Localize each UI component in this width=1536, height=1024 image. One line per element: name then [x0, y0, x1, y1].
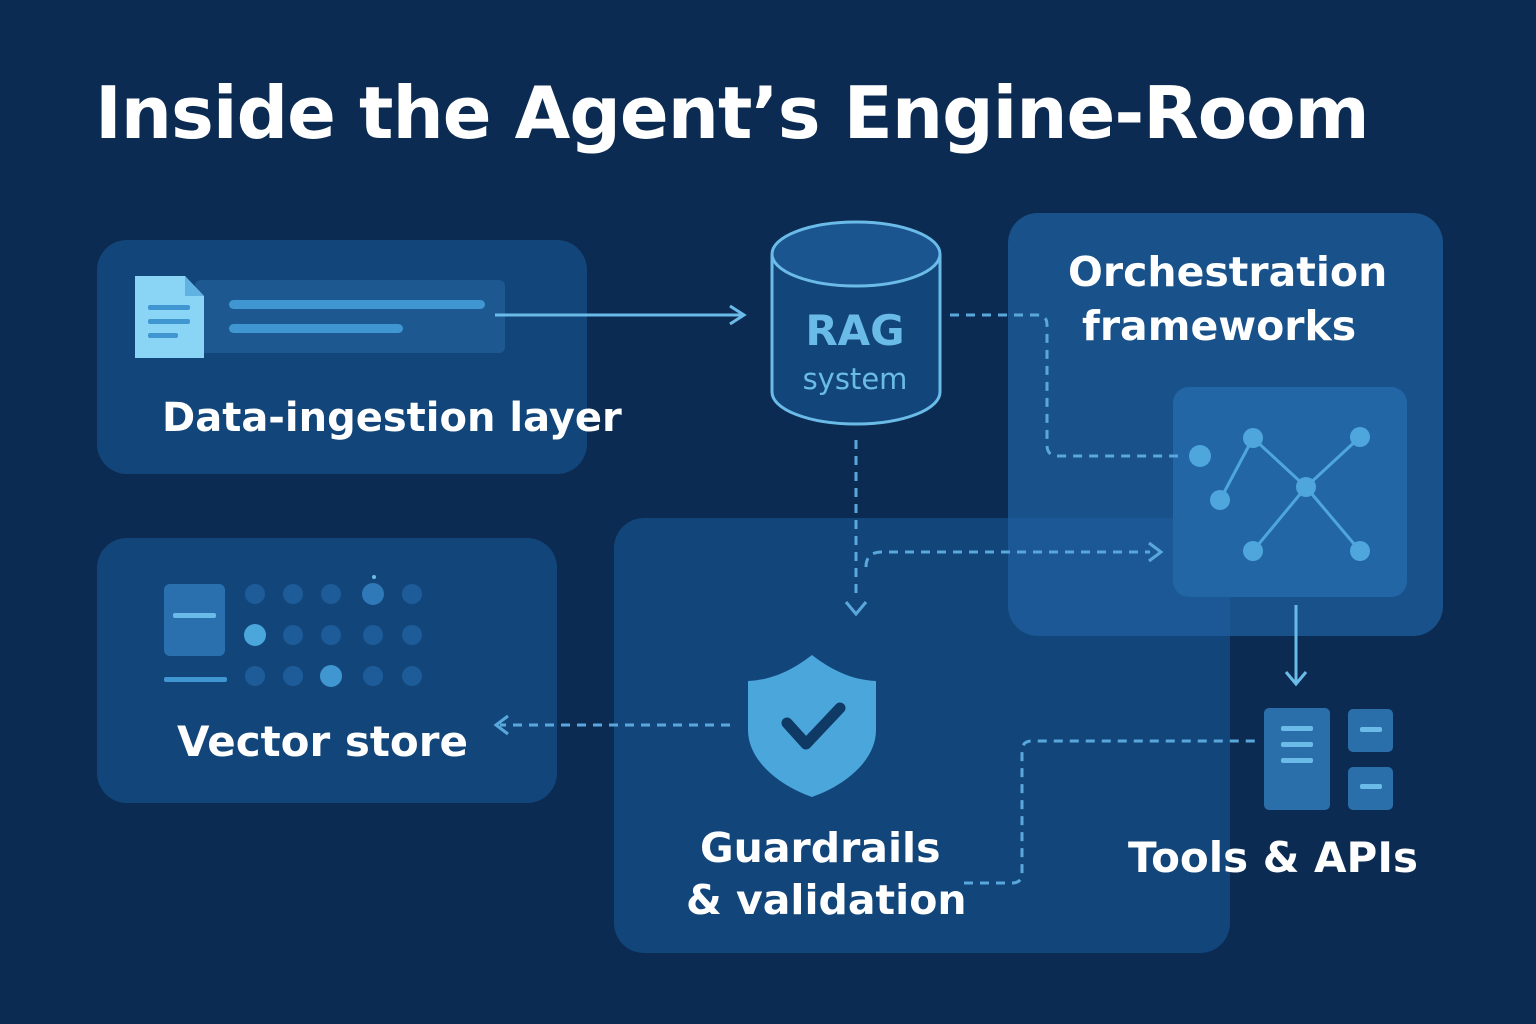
rag-to-orchestration-connector — [950, 313, 1178, 458]
document-text-lines — [229, 300, 485, 333]
orchestration-to-tools-arrow — [1284, 605, 1308, 687]
network-graph-icon — [1189, 427, 1370, 561]
guardrails-label-line2: & validation — [686, 876, 967, 924]
orchestration-label-line1: Orchestration — [1068, 248, 1388, 296]
shield-check-icon — [748, 655, 876, 797]
orchestration-label-line2: frameworks — [1082, 302, 1357, 350]
tools-apis-label: Tools & APIs — [1128, 833, 1418, 882]
graph-inner-panel — [1173, 387, 1407, 597]
ingestion-to-rag-arrow — [495, 304, 747, 326]
guardrails-to-tools-connector — [964, 739, 1260, 885]
vector-grid-icon — [164, 575, 422, 687]
document-lines-bar — [195, 280, 505, 353]
guardrails-to-vector-arrow — [493, 714, 730, 736]
diagram-title: Inside the Agent’s Engine-Room — [95, 71, 1370, 155]
rag-title: RAG — [805, 306, 905, 355]
rag-subtitle: system — [802, 362, 908, 396]
data-ingestion-label: Data-ingestion layer — [162, 395, 622, 441]
to-orchestration-graph-arrow — [864, 541, 1164, 568]
document-icon — [135, 276, 204, 358]
server-apis-icon — [1264, 708, 1393, 810]
guardrails-label-line1: Guardrails — [700, 824, 941, 872]
database-cylinder-icon — [770, 220, 942, 426]
rag-to-guardrails-arrow — [844, 440, 868, 617]
vector-store-label: Vector store — [177, 717, 468, 766]
